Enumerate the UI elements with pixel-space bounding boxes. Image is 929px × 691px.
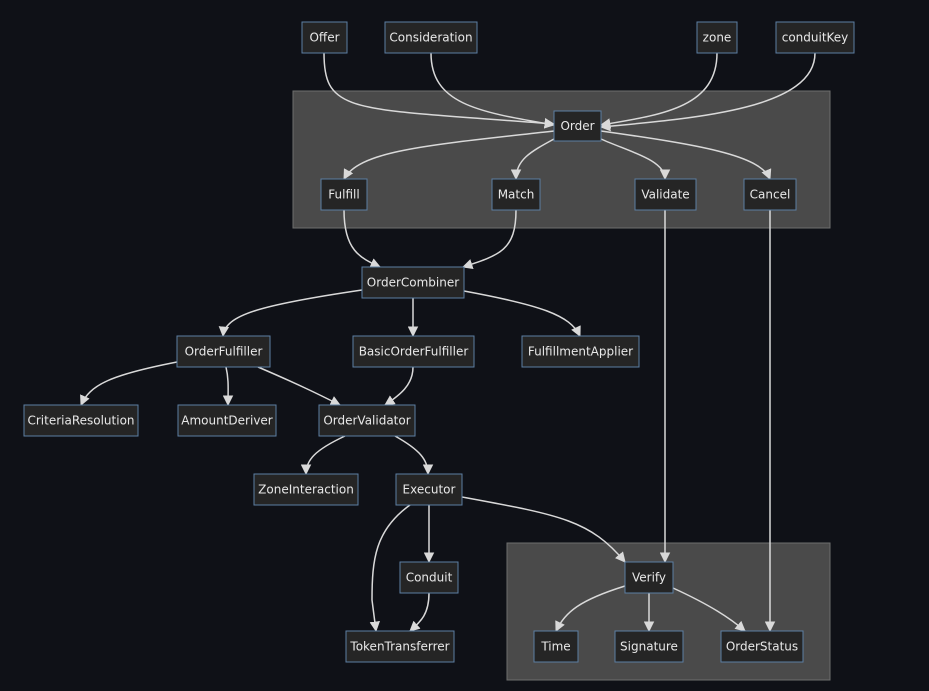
edge-order-to-match <box>510 138 555 181</box>
node-label-orderValidator: OrderValidator <box>323 414 410 428</box>
node-box-conduitKey <box>775 21 855 54</box>
edge-conduit-to-tokenTransferrer <box>409 592 430 632</box>
node-box-zoneInteraction <box>253 473 359 506</box>
edge-verify-to-orderStatus <box>672 587 746 632</box>
node-signature: Signature <box>614 630 684 663</box>
node-box-fulfillmentApplier <box>521 335 640 368</box>
node-label-zone: zone <box>703 31 732 45</box>
node-label-orderFulfiller: OrderFulfiller <box>185 345 263 359</box>
edge-basicOrderFulfiller-to-orderValidator <box>384 366 414 406</box>
edge-orderCombiner-to-fulfillmentApplier <box>463 290 581 337</box>
edges-layer <box>80 52 816 633</box>
node-label-order: Order <box>560 119 594 133</box>
node-box-criteriaResolution <box>23 404 139 437</box>
node-box-validate <box>634 178 697 211</box>
edge-order-to-validate <box>600 138 671 181</box>
node-conduit: Conduit <box>399 561 459 594</box>
node-validate: Validate <box>634 178 697 211</box>
node-box-tokenTransferrer <box>345 630 455 663</box>
node-box-orderValidator <box>318 404 416 437</box>
node-match: Match <box>491 178 541 211</box>
node-order: Order <box>553 110 602 142</box>
edge-match-to-orderCombiner <box>462 209 517 270</box>
node-fulfill: Fulfill <box>320 178 368 211</box>
edge-consideration-to-order <box>430 52 556 129</box>
node-orderCombiner: OrderCombiner <box>361 266 465 299</box>
node-amountDeriver: AmountDeriver <box>177 404 277 437</box>
node-fulfillmentApplier: FulfillmentApplier <box>521 335 640 368</box>
node-criteriaResolution: CriteriaResolution <box>23 404 139 437</box>
node-tokenTransferrer: TokenTransferrer <box>345 630 455 663</box>
node-time: Time <box>533 630 579 663</box>
edge-orderFulfiller-to-criteriaResolution <box>80 361 178 406</box>
node-label-match: Match <box>498 188 535 202</box>
node-box-time <box>533 630 579 663</box>
node-box-offer <box>301 21 348 54</box>
node-box-zone <box>696 21 738 54</box>
node-verify: Verify <box>624 561 674 594</box>
node-label-conduitKey: conduitKey <box>782 31 849 45</box>
node-label-consideration: Consideration <box>389 31 472 45</box>
node-cancel: Cancel <box>743 178 797 211</box>
node-zoneInteraction: ZoneInteraction <box>253 473 359 506</box>
node-box-cancel <box>743 178 797 211</box>
edge-orderValidator-to-executor <box>394 435 434 476</box>
node-label-signature: Signature <box>620 640 678 654</box>
edge-orderValidator-to-zoneInteraction <box>300 435 346 476</box>
node-conduitKey: conduitKey <box>775 21 855 54</box>
edge-orderFulfiller-to-orderValidator <box>257 366 341 406</box>
node-label-tokenTransferrer: TokenTransferrer <box>349 640 449 654</box>
node-box-consideration <box>384 21 478 54</box>
node-box-orderStatus <box>720 630 804 663</box>
edge-orderCombiner-to-orderFulfiller <box>218 289 363 338</box>
node-label-cancel: Cancel <box>750 188 791 202</box>
node-label-orderCombiner: OrderCombiner <box>367 276 459 290</box>
edge-zone-to-order <box>599 52 718 129</box>
edge-order-to-cancel <box>600 130 772 180</box>
node-offer: Offer <box>301 21 348 54</box>
node-box-fulfill <box>320 178 368 211</box>
node-box-order <box>553 110 602 142</box>
node-box-verify <box>624 561 674 594</box>
node-label-validate: Validate <box>641 188 689 202</box>
edge-verify-to-time <box>555 585 626 632</box>
node-label-conduit: Conduit <box>406 571 453 585</box>
node-label-basicOrderFulfiller: BasicOrderFulfiller <box>359 345 469 359</box>
node-basicOrderFulfiller: BasicOrderFulfiller <box>352 335 475 368</box>
node-label-orderStatus: OrderStatus <box>726 640 798 654</box>
node-box-orderFulfiller <box>176 335 271 368</box>
node-zone: zone <box>696 21 738 54</box>
edge-fulfill-to-orderCombiner <box>343 209 381 268</box>
node-box-conduit <box>399 561 459 594</box>
edge-orderFulfiller-to-amountDeriver <box>222 366 234 407</box>
node-box-signature <box>614 630 684 663</box>
edge-executor-to-tokenTransferrer <box>369 504 411 633</box>
node-box-basicOrderFulfiller <box>352 335 475 368</box>
node-box-orderCombiner <box>361 266 465 299</box>
node-orderFulfiller: OrderFulfiller <box>176 335 271 368</box>
edge-offer-to-order <box>323 52 556 129</box>
node-label-fulfill: Fulfill <box>328 188 359 202</box>
node-orderStatus: OrderStatus <box>720 630 804 663</box>
node-box-executor <box>395 473 463 506</box>
node-label-time: Time <box>540 640 570 654</box>
edge-executor-to-verify <box>461 496 626 563</box>
node-box-match <box>491 178 541 211</box>
node-label-executor: Executor <box>403 483 456 497</box>
node-label-zoneInteraction: ZoneInteraction <box>258 483 354 497</box>
edge-conduitKey-to-order <box>599 52 816 132</box>
node-label-verify: Verify <box>632 571 666 585</box>
node-executor: Executor <box>395 473 463 506</box>
edge-order-to-fulfill <box>343 130 555 180</box>
node-label-amountDeriver: AmountDeriver <box>181 414 273 428</box>
node-label-fulfillmentApplier: FulfillmentApplier <box>528 345 633 359</box>
node-orderValidator: OrderValidator <box>318 404 416 437</box>
node-label-criteriaResolution: CriteriaResolution <box>27 414 134 428</box>
node-consideration: Consideration <box>384 21 478 54</box>
node-label-offer: Offer <box>309 31 339 45</box>
node-box-amountDeriver <box>177 404 277 437</box>
